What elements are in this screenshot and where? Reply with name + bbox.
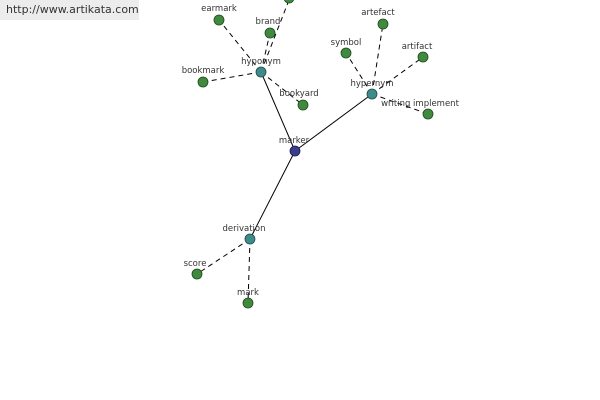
node-symbol-dot[interactable] bbox=[340, 47, 352, 59]
node-symbol-label: symbol bbox=[331, 38, 362, 48]
node-mark-dot[interactable] bbox=[242, 297, 254, 309]
edge-marker-derivation bbox=[249, 150, 296, 240]
node-brand[interactable]: brand bbox=[256, 17, 281, 39]
node-brand-label: brand bbox=[256, 17, 281, 27]
edge-hyponym-brand bbox=[260, 32, 271, 73]
node-writing-implement-label: writing implement bbox=[381, 99, 460, 109]
node-hyponym-label: hyponym bbox=[241, 57, 281, 67]
node-hyponym-dot[interactable] bbox=[255, 66, 267, 78]
node-bookmark-dot[interactable] bbox=[197, 76, 209, 88]
node-bookyard[interactable]: bookyard bbox=[279, 89, 319, 111]
node-earmark-dot[interactable] bbox=[213, 14, 225, 26]
edge-derivation-score bbox=[196, 238, 251, 275]
node-mark-label: mark bbox=[237, 288, 259, 298]
edge-hypernym-artifact bbox=[371, 56, 424, 95]
edge-hyponym-offscreen bbox=[260, 0, 290, 73]
node-hypernym[interactable]: hypernym bbox=[350, 79, 394, 100]
edge-marker-hypernym bbox=[294, 93, 373, 152]
node-earmark-label: earmark bbox=[201, 4, 237, 14]
node-artifact-label: artifact bbox=[402, 42, 433, 52]
edge-hypernym-symbol bbox=[345, 52, 373, 95]
edge-hypernym-writing-implement bbox=[371, 93, 429, 115]
node-bookmark[interactable]: bookmark bbox=[182, 66, 225, 88]
node-score[interactable]: score bbox=[184, 259, 207, 280]
node-marker[interactable]: marker bbox=[279, 136, 310, 157]
node-artefact-label: artefact bbox=[361, 8, 395, 18]
node-hypernym-label: hypernym bbox=[350, 79, 393, 89]
edge-hyponym-earmark bbox=[218, 19, 262, 73]
node-hyponym[interactable]: hyponym bbox=[241, 57, 281, 78]
node-artifact-dot[interactable] bbox=[417, 51, 429, 63]
edge-marker-hyponym bbox=[260, 71, 296, 152]
node-derivation-label: derivation bbox=[222, 224, 265, 234]
node-score-label: score bbox=[184, 259, 207, 269]
node-artefact[interactable]: artefact bbox=[361, 8, 395, 30]
node-artifact[interactable]: artifact bbox=[402, 42, 433, 63]
node-derivation[interactable]: derivation bbox=[222, 224, 266, 245]
node-brand-dot[interactable] bbox=[264, 27, 276, 39]
node-mark[interactable]: mark bbox=[237, 288, 259, 309]
node-bookyard-label: bookyard bbox=[279, 89, 318, 99]
node-earmark[interactable]: earmark bbox=[201, 4, 237, 26]
node-score-dot[interactable] bbox=[191, 268, 203, 280]
edge-hypernym-artefact bbox=[371, 23, 384, 95]
node-writing-implement[interactable]: writing implement bbox=[381, 99, 460, 120]
node-hypernym-dot[interactable] bbox=[366, 88, 378, 100]
node-writing-implement-dot[interactable] bbox=[422, 108, 434, 120]
edge-derivation-mark bbox=[247, 238, 251, 304]
node-symbol[interactable]: symbol bbox=[331, 38, 362, 59]
artikata-link[interactable]: http://www.artikata.com bbox=[0, 0, 139, 20]
offscreen-leaf-node[interactable] bbox=[283, 0, 295, 4]
node-marker-dot[interactable] bbox=[289, 145, 301, 157]
node-bookyard-dot[interactable] bbox=[297, 99, 309, 111]
node-marker-label: marker bbox=[279, 136, 310, 146]
node-derivation-dot[interactable] bbox=[244, 233, 256, 245]
node-artefact-dot[interactable] bbox=[377, 18, 389, 30]
node-bookmark-label: bookmark bbox=[182, 66, 225, 76]
edge-hyponym-bookmark bbox=[202, 71, 262, 83]
